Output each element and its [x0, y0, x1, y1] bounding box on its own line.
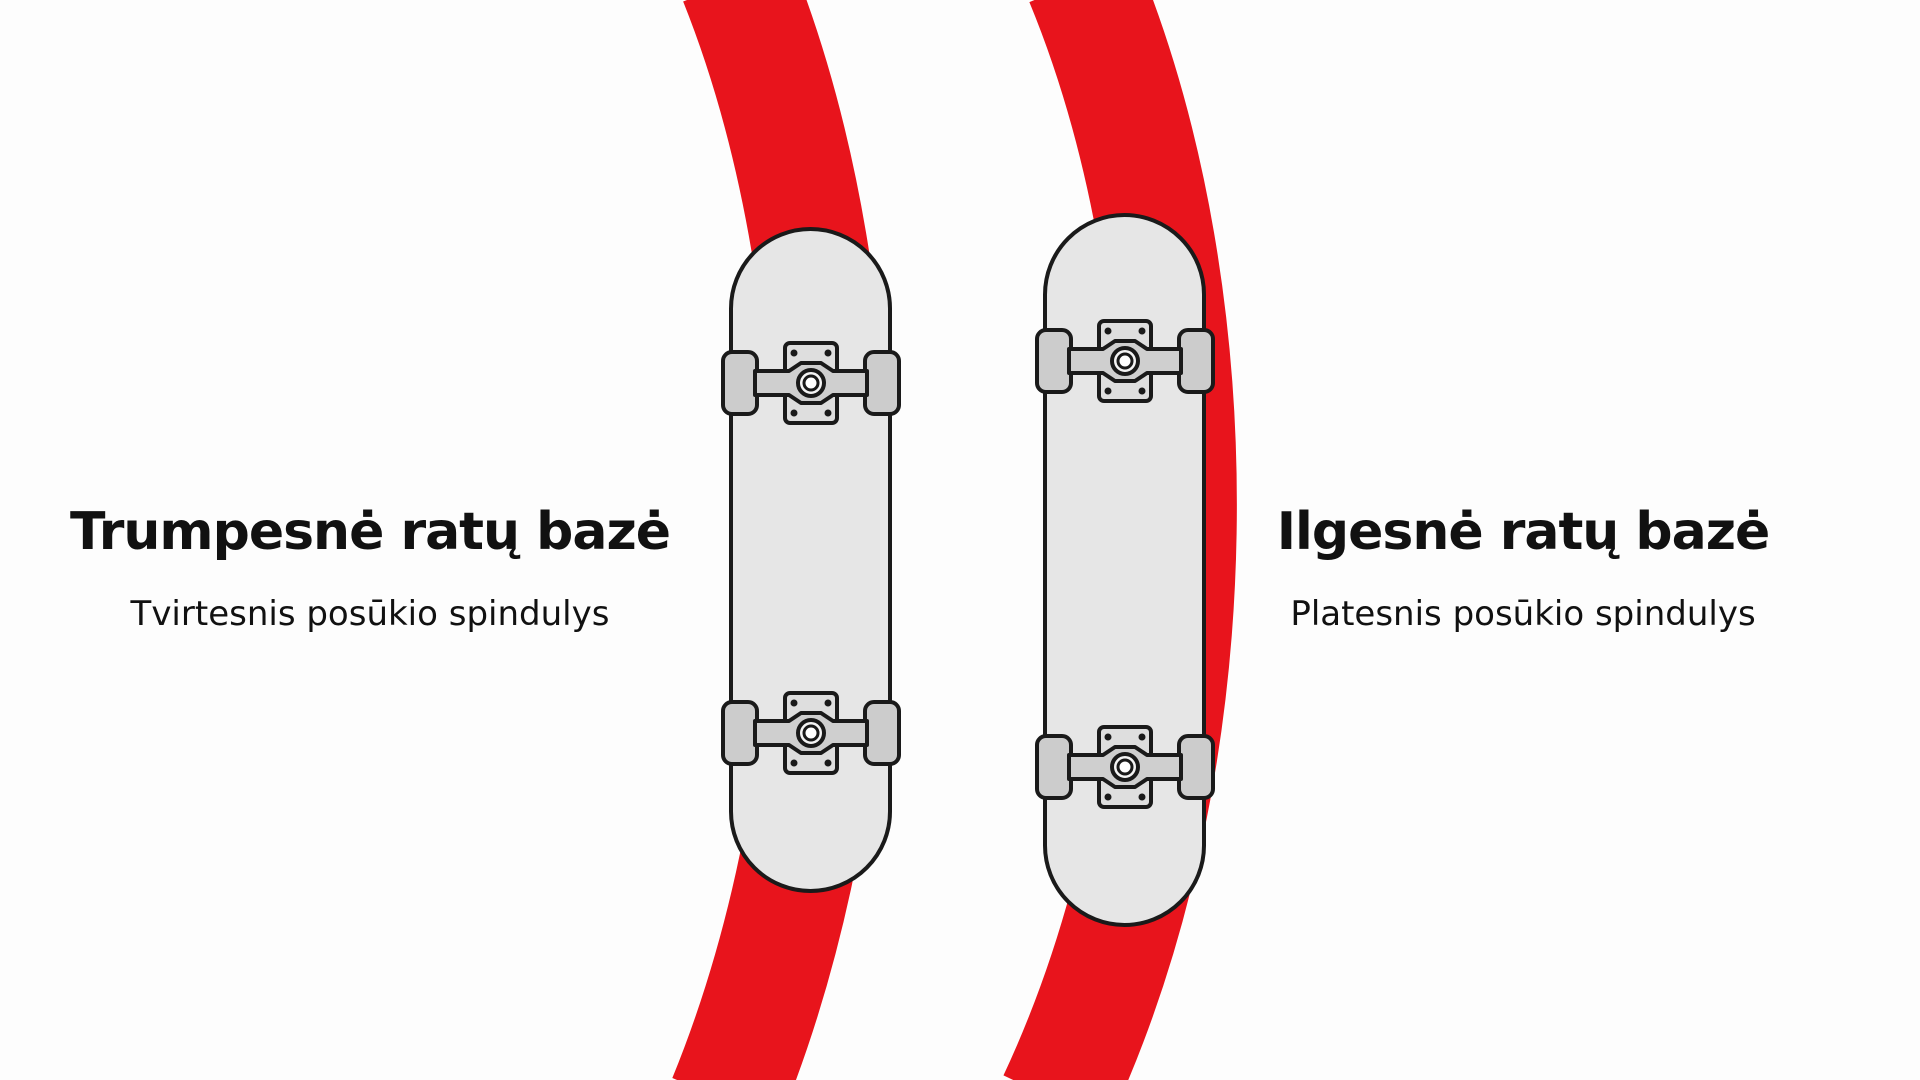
short-wheelbase-title: Trumpesnė ratų bazė: [70, 502, 671, 562]
long-wheelbase-title: Ilgesnė ratų bazė: [1276, 502, 1771, 562]
truck-rear-left: [721, 691, 901, 775]
skateboard-long-wheelbase: [1035, 213, 1215, 927]
truck-rear-right: [1035, 725, 1215, 809]
truck-front-left: [721, 341, 901, 425]
long-wheelbase-subtitle: Platesnis posūkio spindulys: [1290, 594, 1756, 634]
deck-right: [1043, 213, 1206, 927]
truck-front-right: [1035, 319, 1215, 403]
long-wheelbase-label: Ilgesnė ratų bazė Platesnis posūkio spin…: [1203, 500, 1843, 636]
deck-left: [729, 227, 892, 893]
short-wheelbase-subtitle: Tvirtesnis posūkio spindulys: [130, 594, 610, 634]
skateboard-short-wheelbase: [721, 227, 901, 893]
short-wheelbase-label: Trumpesnė ratų bazė Tvirtesnis posūkio s…: [50, 500, 690, 636]
